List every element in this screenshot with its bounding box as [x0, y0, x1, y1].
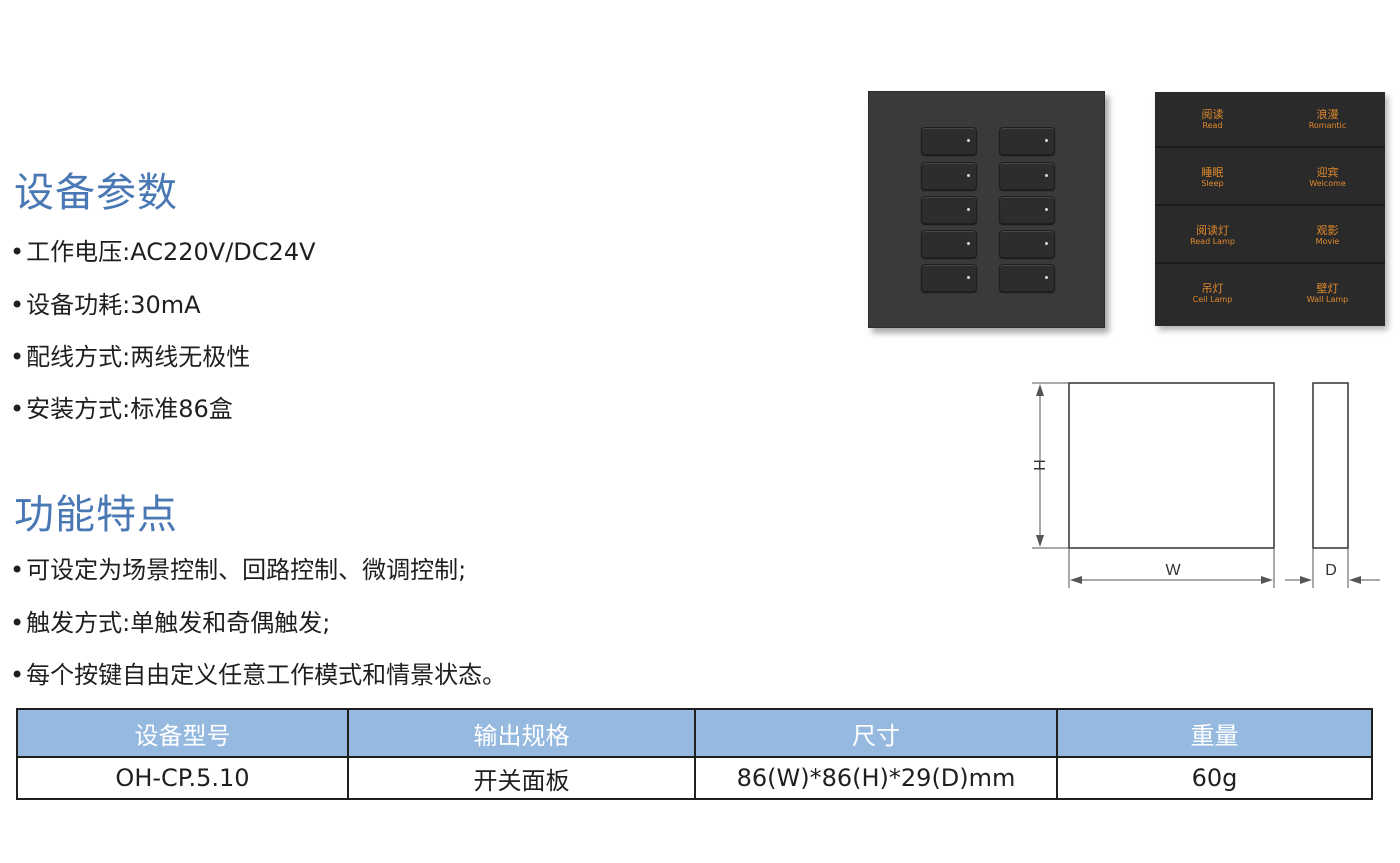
w-label: W	[1165, 562, 1181, 579]
arrow-up-icon	[1036, 384, 1044, 396]
label-en: Movie	[1315, 236, 1340, 246]
cell-size: 86(W)*86(H)*29(D)mm	[694, 756, 1058, 800]
label-en: Romantic	[1308, 120, 1347, 130]
side-outline	[1312, 382, 1349, 549]
col-header-model: 设备型号	[16, 708, 349, 758]
param-item: 配线方式:两线无极性	[10, 337, 250, 372]
label-en: Read Lamp	[1190, 236, 1235, 246]
indicator-dot	[967, 276, 970, 279]
panel-key	[999, 162, 1055, 190]
indicator-dot	[967, 242, 970, 245]
label-cn: 迎宾	[1316, 165, 1339, 179]
front-outline	[1068, 382, 1275, 549]
label-en: Read	[1202, 120, 1223, 130]
table-row: OH-CP.5.10 开关面板 86(W)*86(H)*29(D)mm 60g	[16, 756, 1373, 800]
param-item: 设备功耗:30mA	[10, 285, 200, 320]
panel-key	[921, 230, 977, 258]
cell-output: 开关面板	[347, 756, 696, 800]
features-title: 功能特点	[14, 492, 178, 538]
indicator-dot	[1045, 174, 1048, 177]
spec-table: 设备型号 输出规格 尺寸 重量 OH-CP.5.10 开关面板 86(W)*86…	[16, 708, 1373, 800]
arrow-left-icon	[1070, 576, 1082, 584]
panel-key	[921, 162, 977, 190]
h-label: H	[1030, 459, 1047, 471]
indicator-dot	[1045, 276, 1048, 279]
label-cn: 吊灯	[1201, 281, 1224, 295]
panel-key	[921, 264, 977, 292]
indicator-dot	[967, 208, 970, 211]
panel-key	[921, 196, 977, 224]
col-header-size: 尺寸	[694, 708, 1058, 758]
panel-key	[999, 196, 1055, 224]
col-header-output: 输出规格	[347, 708, 696, 758]
params-title: 设备参数	[14, 170, 178, 216]
indicator-dot	[967, 139, 970, 142]
indicator-dot	[1045, 139, 1048, 142]
indicator-dot	[1045, 242, 1048, 245]
label-en: Welcome	[1309, 178, 1346, 188]
param-item: 安装方式:标准86盒	[10, 389, 233, 424]
col-header-weight: 重量	[1056, 708, 1373, 758]
label-en: Wall Lamp	[1306, 294, 1349, 304]
indicator-dot	[1045, 208, 1048, 211]
panel-key	[921, 127, 977, 155]
param-item: 工作电压:AC220V/DC24V	[10, 232, 315, 267]
dimension-drawing: H W D	[1030, 382, 1380, 588]
label-cn: 浪漫	[1316, 107, 1339, 121]
feature-item: 可设定为场景控制、回路控制、微调控制;	[10, 550, 466, 585]
table-header-row: 设备型号 输出规格 尺寸 重量	[16, 708, 1373, 758]
arrow-right-icon	[1300, 576, 1312, 584]
switch-panel-image	[868, 91, 1105, 328]
arrow-right-icon	[1261, 576, 1273, 584]
feature-item: 触发方式:单触发和奇偶触发;	[10, 603, 330, 638]
feature-item: 每个按键自由定义任意工作模式和情景状态。	[10, 655, 506, 690]
label-en: Ceil Lamp	[1192, 294, 1233, 304]
label-cn: 阅读灯	[1196, 223, 1229, 237]
label-en: Sleep	[1201, 178, 1224, 188]
arrow-left-icon	[1349, 576, 1361, 584]
arrow-down-icon	[1036, 535, 1044, 547]
label-cn: 壁灯	[1316, 281, 1339, 295]
d-label: D	[1325, 562, 1337, 579]
cell-model: OH-CP.5.10	[16, 756, 349, 800]
cell-weight: 60g	[1056, 756, 1373, 800]
indicator-dot	[967, 174, 970, 177]
label-cn: 观影	[1316, 223, 1339, 237]
panel-key	[999, 127, 1055, 155]
label-cn: 睡眠	[1201, 165, 1224, 179]
label-cn: 阅读	[1201, 107, 1224, 121]
panel-key	[999, 264, 1055, 292]
panel-key	[999, 230, 1055, 258]
